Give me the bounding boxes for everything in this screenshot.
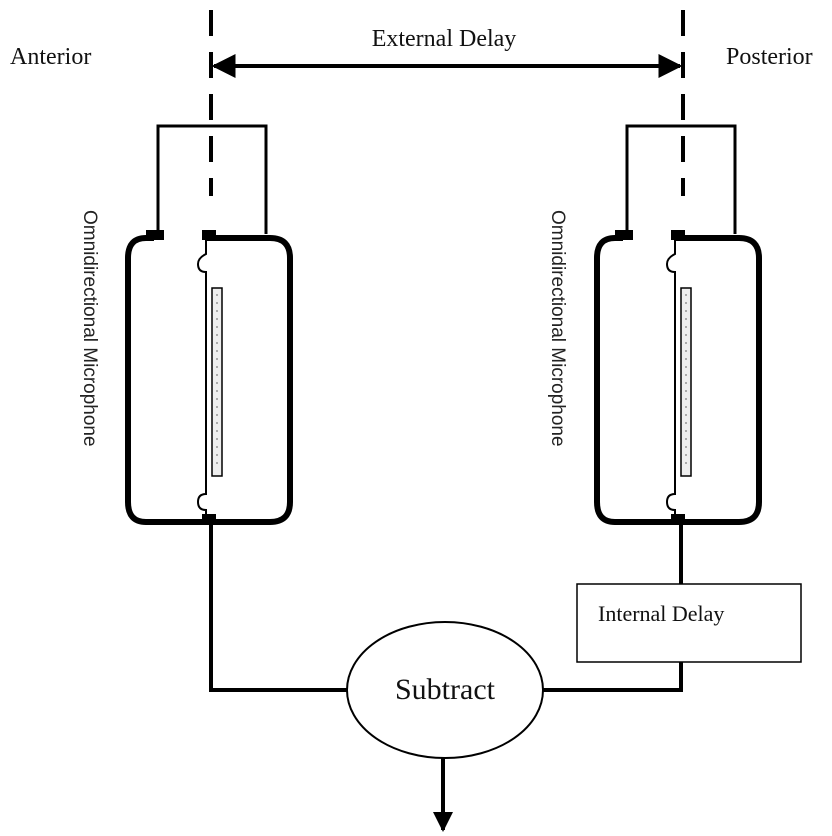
left-wire bbox=[209, 524, 348, 692]
external-delay-label: External Delay bbox=[372, 26, 517, 52]
right-microphone-bottom-port bbox=[671, 514, 685, 524]
right-wire-to-subtract bbox=[542, 662, 683, 692]
right-microphone-top-port bbox=[671, 230, 685, 240]
right-microphone-body bbox=[594, 235, 762, 525]
subtract-label: Subtract bbox=[395, 673, 496, 706]
left-microphone-neck bbox=[156, 124, 268, 234]
right-microphone bbox=[594, 124, 762, 525]
left-microphone-label: Omnidirectional Microphone bbox=[79, 210, 100, 447]
left-microphone-inner-wall bbox=[196, 240, 207, 520]
left-microphone-top-port bbox=[202, 230, 216, 240]
right-microphone-top-cap bbox=[615, 230, 633, 240]
posterior-label: Posterior bbox=[726, 44, 813, 70]
left-microphone-top-cap bbox=[146, 230, 164, 240]
internal-delay-box bbox=[576, 583, 802, 663]
left-microphone-body bbox=[125, 235, 293, 525]
right-microphone-neck bbox=[625, 124, 737, 234]
right-microphone-inner-wall bbox=[665, 240, 676, 520]
anterior-label: Anterior bbox=[10, 44, 91, 70]
left-microphone bbox=[125, 124, 293, 525]
right-microphone-label: Omnidirectional Microphone bbox=[547, 210, 568, 447]
internal-delay-label: Internal Delay bbox=[598, 601, 724, 626]
left-microphone-bottom-port bbox=[202, 514, 216, 524]
